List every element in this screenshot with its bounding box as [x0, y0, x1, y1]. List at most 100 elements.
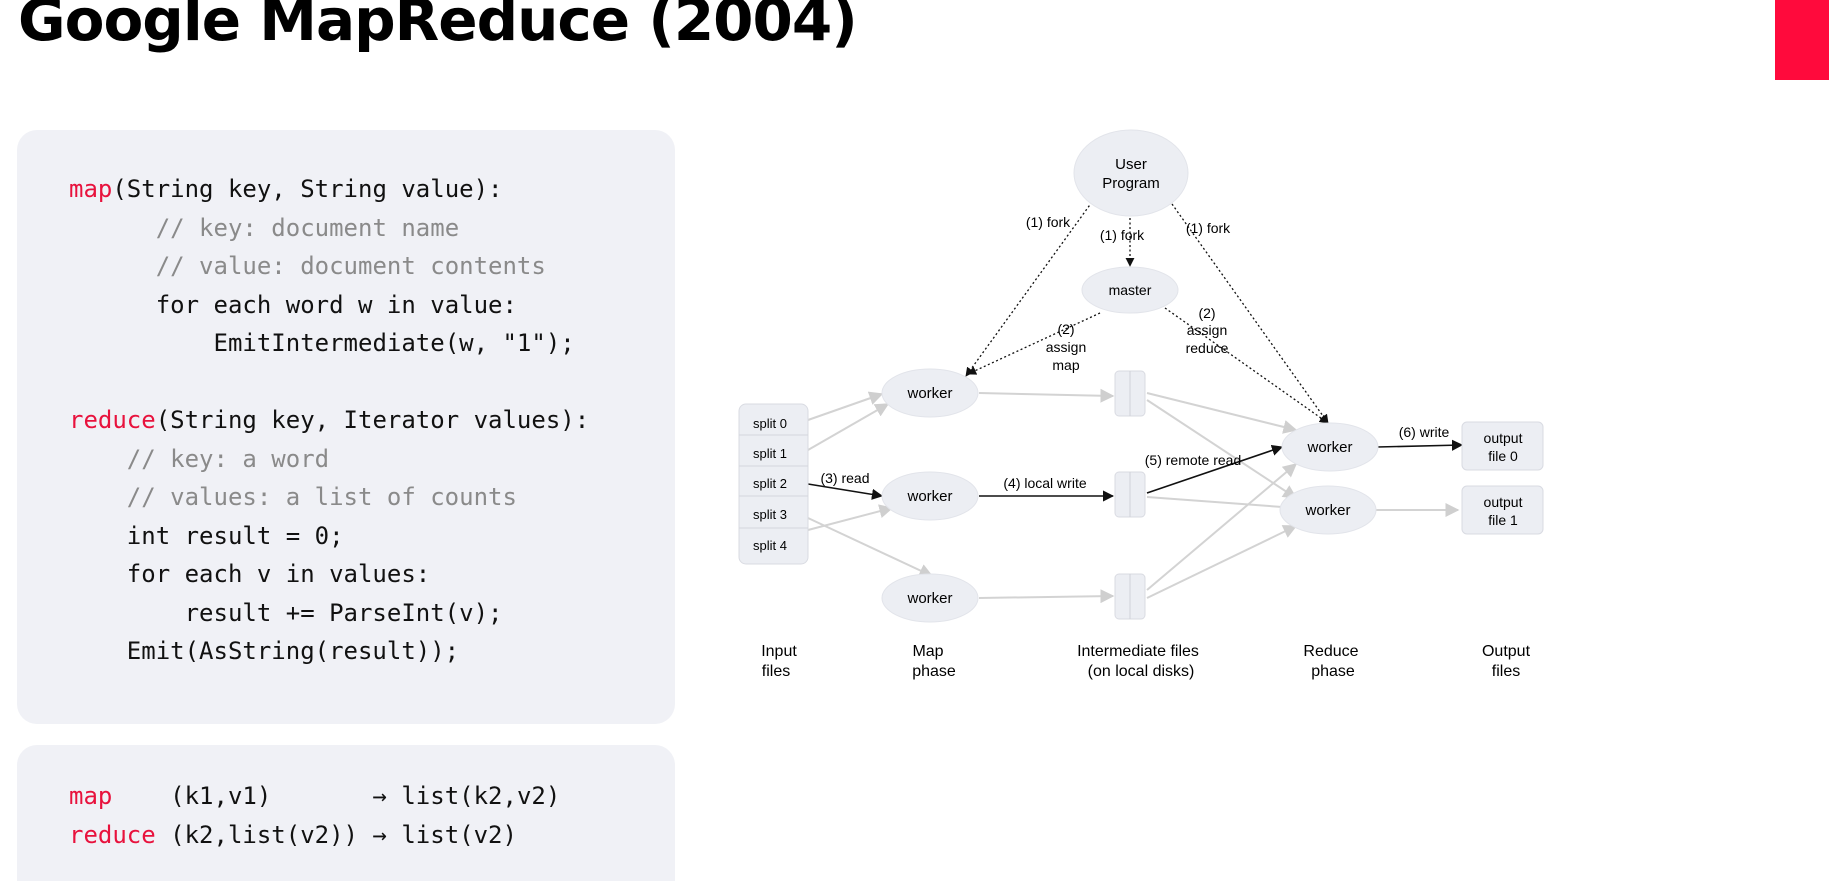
output-file-1: output file 1 — [1461, 485, 1544, 535]
intermediate-file-2 — [1114, 471, 1146, 518]
control-edges — [965, 201, 1329, 424]
reduce-loop-line: for each v in values: — [126, 560, 431, 588]
edge-file1-reduce2 — [1146, 399, 1298, 499]
reduce-comment-values: // values: a list of counts — [126, 483, 517, 511]
split-3-label: split 3 — [753, 507, 787, 522]
sig-map-keyword: map — [69, 782, 113, 810]
edge-split3-worker3 — [807, 517, 934, 578]
edge-file1-reduce1 — [1146, 392, 1298, 434]
type-signatures: map (k1,v1) → list(k2,v2) reduce (k2,lis… — [69, 777, 560, 854]
reduce-worker-2-label: worker — [1304, 502, 1350, 519]
assign-map-label-3: map — [1052, 357, 1079, 373]
accent-corner-block — [1775, 0, 1829, 80]
map-comment-value: // value: document contents — [155, 252, 546, 280]
reduce-keyword: reduce — [69, 406, 156, 434]
split-2-label: split 2 — [753, 476, 787, 491]
input-splits: split 0 split 1 split 2 split 3 split 4 — [738, 403, 809, 565]
output-file-1-line-1: output — [1484, 494, 1523, 510]
assign-reduce-edge — [1164, 307, 1329, 424]
mapreduce-diagram: User Program master worker worker worker… — [738, 129, 1544, 680]
edge-split1-worker1 — [807, 403, 890, 451]
reduce-worker-1: worker — [1281, 422, 1379, 472]
phase-input-1: Input — [761, 643, 797, 660]
phase-map-2: phase — [912, 663, 956, 680]
edge-labels: (1) fork (1) fork (1) fork (2) assign ma… — [820, 214, 1449, 491]
edge-file3-reduce1 — [1146, 463, 1298, 591]
assign-reduce-label-3: reduce — [1186, 340, 1229, 356]
reduce-init-line: int result = 0; — [126, 521, 344, 550]
edge-split3-worker2 — [807, 504, 894, 531]
word-count-code: map(String key, String value): // key: d… — [69, 170, 589, 671]
phase-output-2: files — [1492, 663, 1520, 680]
map-signature: (String key, String value): — [112, 175, 503, 203]
black-flow-edges — [807, 439, 1464, 502]
output-file-0-line-1: output — [1484, 430, 1523, 446]
map-comment-key: // key: document name — [155, 213, 460, 242]
sig-reduce-types: (k2,list(v2)) → list(v2) — [155, 820, 517, 849]
map-worker-2-label: worker — [906, 488, 952, 505]
phase-labels: Input files Map phase Intermediate files… — [761, 643, 1530, 680]
reduce-accumulate-line: result += ParseInt(v); — [184, 598, 503, 627]
split-0-label: split 0 — [753, 416, 787, 431]
master-label: master — [1109, 282, 1152, 298]
phase-reduce-1: Reduce — [1303, 643, 1358, 660]
fork-edge-right — [1171, 203, 1329, 424]
assign-map-label-1: (2) — [1057, 321, 1074, 337]
phase-input-2: files — [762, 663, 790, 680]
edge-file2-reduce2 — [1146, 496, 1298, 515]
assign-reduce-label-2: assign — [1187, 322, 1227, 338]
phase-reduce-2: phase — [1311, 663, 1355, 680]
assign-map-edge — [967, 312, 1101, 375]
intermediate-file-3 — [1114, 573, 1146, 620]
user-program-label-1: User — [1115, 156, 1147, 173]
page-title: Google MapReduce (2004) — [18, 0, 858, 54]
split-1-label: split 1 — [753, 446, 787, 461]
write-edge — [1376, 439, 1464, 451]
output-file-0: output file 0 — [1461, 421, 1544, 471]
fork-label-right: (1) fork — [1186, 220, 1231, 236]
fork-label-center: (1) fork — [1100, 227, 1145, 243]
phase-intermediate-2: (on local disks) — [1088, 663, 1195, 680]
map-loop-line: for each word w in value: — [155, 290, 517, 319]
local-write-label: (4) local write — [1003, 475, 1086, 491]
user-program-node: User Program — [1073, 129, 1189, 217]
edge-worker3-file3 — [978, 589, 1115, 604]
fork-label-left: (1) fork — [1026, 214, 1071, 230]
intermediate-file-1 — [1114, 370, 1146, 417]
assign-map-label-2: assign — [1046, 339, 1086, 355]
map-worker-3: worker — [881, 573, 979, 623]
assign-reduce-label-1: (2) — [1198, 305, 1215, 321]
phase-output-1: Output — [1482, 643, 1531, 660]
phase-intermediate-1: Intermediate files — [1077, 643, 1199, 660]
output-file-1-line-2: file 1 — [1488, 512, 1518, 528]
user-program-label-2: Program — [1102, 175, 1160, 192]
edge-split0-worker1 — [807, 391, 884, 421]
write-label: (6) write — [1399, 424, 1450, 440]
read-edge — [807, 483, 884, 500]
split-4-label: split 4 — [753, 538, 787, 553]
map-worker-3-label: worker — [906, 590, 952, 607]
map-worker-1: worker — [881, 368, 979, 418]
edge-worker1-file1 — [978, 388, 1115, 403]
reduce-worker-2: worker — [1279, 485, 1377, 535]
map-worker-2: worker — [881, 471, 979, 521]
edge-file3-reduce2 — [1146, 525, 1298, 599]
phase-map-1: Map — [912, 643, 943, 660]
sig-map-types: (k1,v1) → list(k2,v2) — [112, 782, 561, 810]
sig-reduce-keyword: reduce — [69, 820, 156, 849]
reduce-comment-key: // key: a word — [126, 444, 330, 473]
read-label: (3) read — [820, 470, 869, 486]
map-emit-line: EmitIntermediate(w, "1"); — [213, 329, 575, 357]
reduce-emit-line: Emit(AsString(result)); — [126, 637, 460, 665]
remote-read-label: (5) remote read — [1145, 452, 1241, 468]
map-worker-1-label: worker — [906, 385, 952, 402]
reduce-worker-1-label: worker — [1306, 439, 1352, 456]
master-node: master — [1081, 266, 1179, 314]
grey-flow-edges — [807, 388, 1460, 604]
map-keyword: map — [69, 175, 113, 203]
code-panel: map(String key, String value): // key: d… — [17, 130, 675, 724]
remote-read-edge — [1146, 444, 1284, 494]
reduce-signature: (String key, Iterator values): — [155, 406, 590, 434]
output-file-0-line-2: file 0 — [1488, 448, 1518, 464]
signature-panel: map (k1,v1) → list(k2,v2) reduce (k2,lis… — [17, 745, 675, 881]
